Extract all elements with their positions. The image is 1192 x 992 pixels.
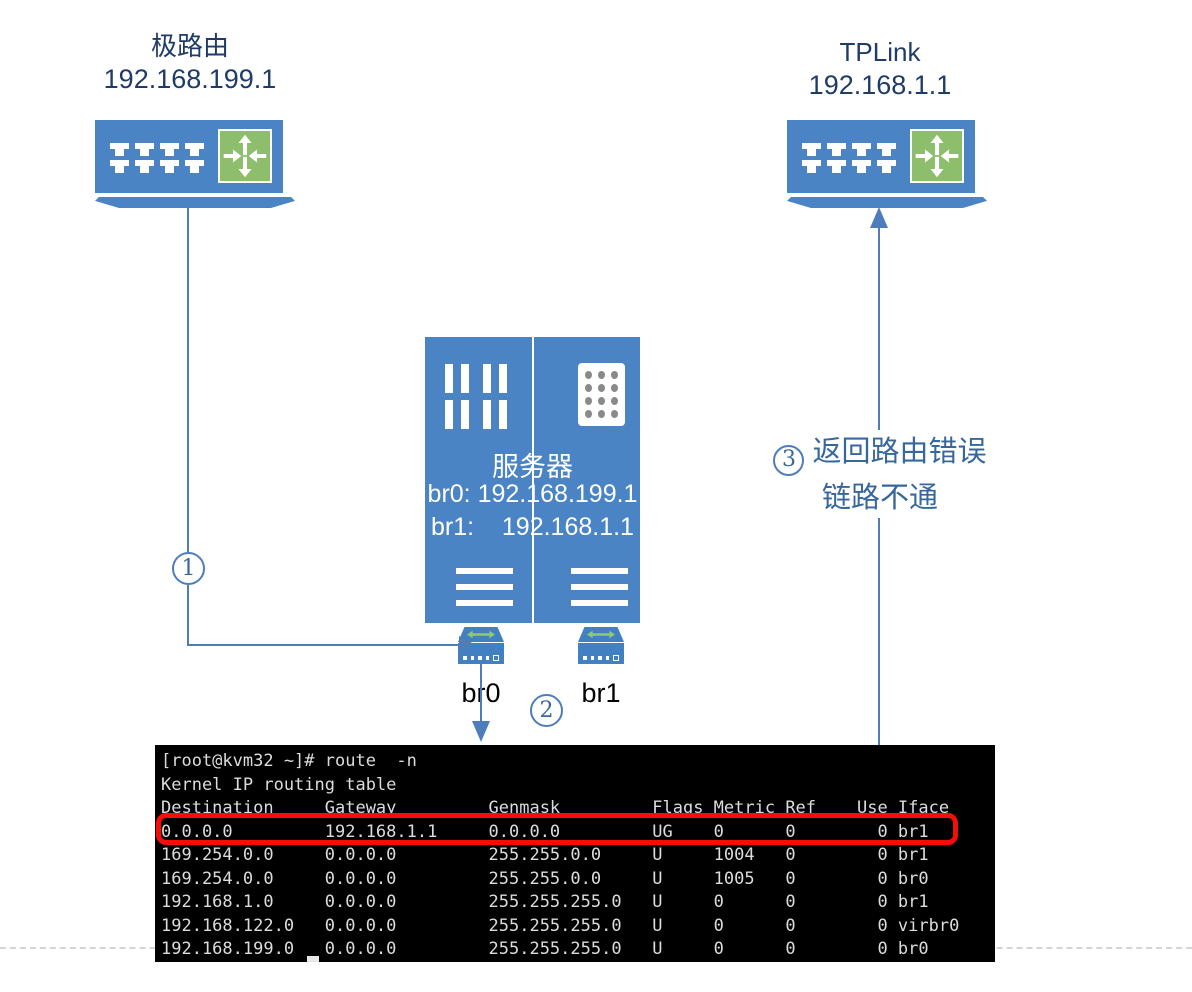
server-br0-ip: br0: 192.168.199.1 bbox=[427, 480, 638, 508]
arrow-into-tplink bbox=[870, 207, 888, 228]
server-br1-ip: br1: 192.168.1.1 bbox=[431, 513, 634, 541]
step3-annotation: 3 返回路由错误 链路不通 bbox=[748, 430, 1012, 518]
arrow-into-br0 bbox=[459, 636, 476, 654]
router-right-icon bbox=[787, 120, 987, 208]
server-dots-panel-icon bbox=[578, 363, 625, 426]
bridge-br1-label: br1 bbox=[581, 678, 621, 708]
router-body bbox=[787, 120, 975, 193]
server-divider bbox=[531, 337, 534, 623]
router-base bbox=[787, 197, 987, 208]
server-vents-icon bbox=[445, 364, 535, 436]
ethernet-ports-icon bbox=[802, 143, 902, 173]
step3-line1: 3 返回路由错误 bbox=[748, 430, 1012, 476]
terminal-window: [root@kvm32 ~]# route -n Kernel IP routi… bbox=[155, 745, 995, 962]
router-left-icon bbox=[95, 120, 295, 208]
link-left-router-segment bbox=[187, 585, 189, 646]
step3-text-line1: 返回路由错误 bbox=[812, 434, 987, 468]
step2-number: 2 bbox=[539, 698, 554, 723]
router-body bbox=[95, 120, 283, 193]
router-right-label: TPLink 192.168.1.1 bbox=[760, 36, 1000, 102]
server-slot-bar bbox=[456, 584, 513, 590]
server-slot-bar bbox=[456, 568, 513, 574]
link-left-router-segment bbox=[187, 207, 189, 552]
router-right-name: TPLink bbox=[839, 37, 921, 67]
router-left-label: 极路由 192.168.199.1 bbox=[70, 30, 310, 96]
server-icon: 服务器 br0: 192.168.199.1 br1: 192.168.1.1 bbox=[425, 337, 640, 623]
arrow-into-terminal bbox=[472, 721, 490, 742]
step1-number: 1 bbox=[181, 556, 196, 581]
step2-badge: 2 bbox=[530, 694, 563, 727]
step3-number: 3 bbox=[781, 447, 796, 472]
server-slot-bar bbox=[571, 600, 628, 606]
router-left-name: 极路由 bbox=[150, 31, 229, 61]
ethernet-ports-icon bbox=[110, 143, 210, 173]
server-slot-bar bbox=[456, 600, 513, 606]
link-terminal-tplink-segment bbox=[878, 227, 880, 432]
step1-badge: 1 bbox=[172, 552, 205, 585]
link-left-router-segment bbox=[187, 644, 461, 646]
router-base bbox=[95, 197, 295, 208]
step3-text-line2: 链路不通 bbox=[821, 479, 938, 514]
link-br0-terminal bbox=[480, 664, 482, 722]
server-slot-bar bbox=[571, 584, 628, 590]
terminal-output: [root@kvm32 ~]# route -n Kernel IP routi… bbox=[161, 751, 960, 959]
link-terminal-tplink-segment bbox=[878, 516, 880, 745]
server-slot-bar bbox=[571, 568, 628, 574]
terminal-cursor bbox=[307, 956, 319, 962]
router-right-ip: 192.168.1.1 bbox=[808, 70, 952, 100]
routing-symbol-icon bbox=[910, 129, 964, 183]
bridge-br1-icon bbox=[578, 627, 624, 664]
step3-badge: 3 bbox=[773, 444, 805, 476]
server-name: 服务器 bbox=[492, 452, 573, 482]
router-left-ip: 192.168.199.1 bbox=[103, 64, 277, 94]
routing-symbol-icon bbox=[218, 129, 272, 183]
